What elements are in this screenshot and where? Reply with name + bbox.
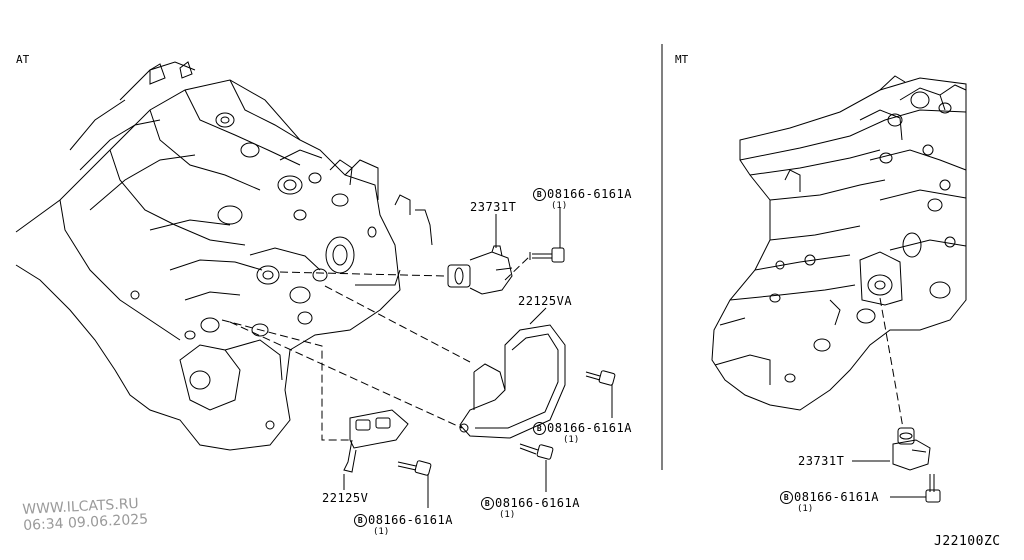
part-label-sensor-mt[interactable]: 23731T bbox=[798, 454, 845, 468]
bracket-22125v bbox=[343, 409, 409, 473]
at-engine-block bbox=[15, 61, 433, 451]
diagram-code: J22100ZC bbox=[934, 534, 1001, 549]
at-bolt-bracket-lower bbox=[519, 443, 554, 460]
at-bolt-bracket-right bbox=[585, 370, 616, 386]
section-label-at: AT bbox=[16, 53, 30, 66]
part-label-bracket-22125v[interactable]: 22125V bbox=[322, 491, 369, 505]
bolt-mark-icon: B bbox=[354, 513, 367, 527]
section-label-mt: MT bbox=[675, 53, 689, 66]
bolt-qty: (1) bbox=[551, 201, 568, 211]
mt-cam-sensor bbox=[892, 427, 931, 471]
bolt-qty: (1) bbox=[563, 435, 580, 445]
bolt-qty: (1) bbox=[797, 504, 814, 514]
bolt-qty: (1) bbox=[499, 510, 516, 520]
watermark: WWW.ILCATS.RU 06:34 09.06.2025 bbox=[22, 495, 148, 534]
at-cam-sensor bbox=[447, 245, 513, 295]
mt-engine-block bbox=[711, 75, 967, 411]
mt-dash-lines bbox=[879, 297, 904, 429]
bolt-code: 08166-6161A bbox=[547, 187, 632, 201]
bolt-mark-icon: B bbox=[481, 496, 494, 510]
bolt-code: 08166-6161A bbox=[547, 421, 632, 435]
bolt-mark-icon: B bbox=[533, 187, 546, 201]
part-label-bracket-22125va[interactable]: 22125VA bbox=[518, 294, 573, 308]
at-dash-lines bbox=[221, 255, 531, 441]
mt-leader-lines bbox=[852, 460, 926, 498]
at-leader-lines bbox=[343, 208, 613, 508]
bracket-22125va bbox=[459, 324, 566, 439]
bolt-code: 08166-6161A bbox=[368, 513, 453, 527]
bolt-qty: (1) bbox=[373, 527, 390, 537]
mt-bolt bbox=[925, 474, 941, 503]
bolt-mark-icon: B bbox=[780, 490, 793, 504]
at-bolt-sensor bbox=[529, 247, 565, 263]
part-label-sensor-at[interactable]: 23731T bbox=[470, 200, 517, 214]
bolt-code: 08166-6161A bbox=[495, 496, 580, 510]
at-bolt-small-bracket bbox=[397, 460, 432, 476]
bolt-mark-icon: B bbox=[533, 421, 546, 435]
bolt-code: 08166-6161A bbox=[794, 490, 879, 504]
